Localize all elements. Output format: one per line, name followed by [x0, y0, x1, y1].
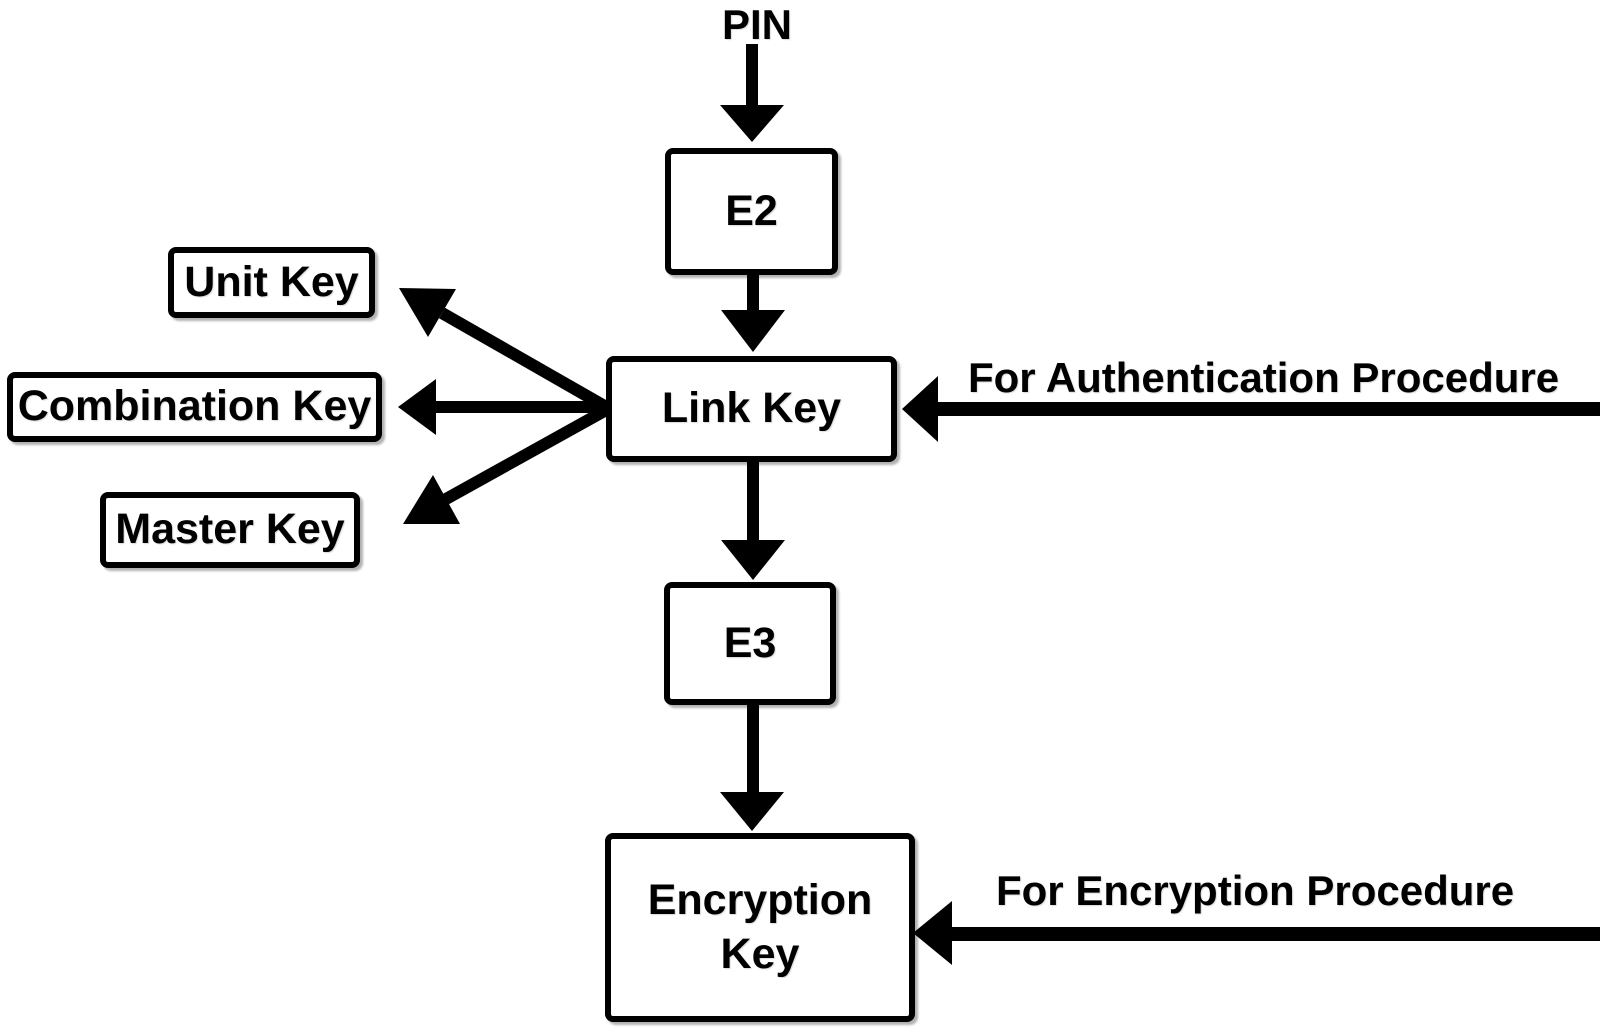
- unit-key-box: Unit Key: [168, 247, 375, 318]
- authentication-arrow: [902, 376, 1600, 442]
- e2-to-link-key-arrow: [721, 272, 785, 352]
- combination-key-box: Combination Key: [7, 372, 382, 442]
- pin-to-e2-arrow: [720, 44, 784, 142]
- link-key-to-unit-key-arrow: [399, 288, 611, 414]
- encryption-key-box: Encryption Key: [605, 833, 915, 1022]
- authentication-procedure-label: For Authentication Procedure: [968, 354, 1560, 401]
- link-key-box: Link Key: [606, 356, 897, 462]
- link-key-to-master-key-arrow: [403, 403, 611, 524]
- pin-label: PIN: [722, 1, 793, 48]
- link-key-to-e3-arrow: [721, 460, 785, 580]
- encryption-procedure-label: For Encryption Procedure: [996, 867, 1515, 914]
- master-key-box: Master Key: [100, 492, 360, 568]
- link-key-to-combination-key-arrow: [398, 379, 608, 435]
- e2-box: E2: [665, 148, 838, 275]
- master-key-label: Master Key: [115, 505, 345, 554]
- encryption-key-label: Encryption Key: [647, 875, 873, 978]
- unit-key-label: Unit Key: [184, 257, 359, 306]
- link-key-label: Link Key: [661, 384, 842, 433]
- encryption-arrow: [913, 901, 1600, 965]
- combination-key-label: Combination Key: [17, 382, 372, 431]
- e3-box: E3: [664, 582, 836, 705]
- e2-label: E2: [725, 186, 778, 235]
- e3-to-encryption-key-arrow: [720, 703, 784, 831]
- e3-label: E3: [723, 618, 777, 667]
